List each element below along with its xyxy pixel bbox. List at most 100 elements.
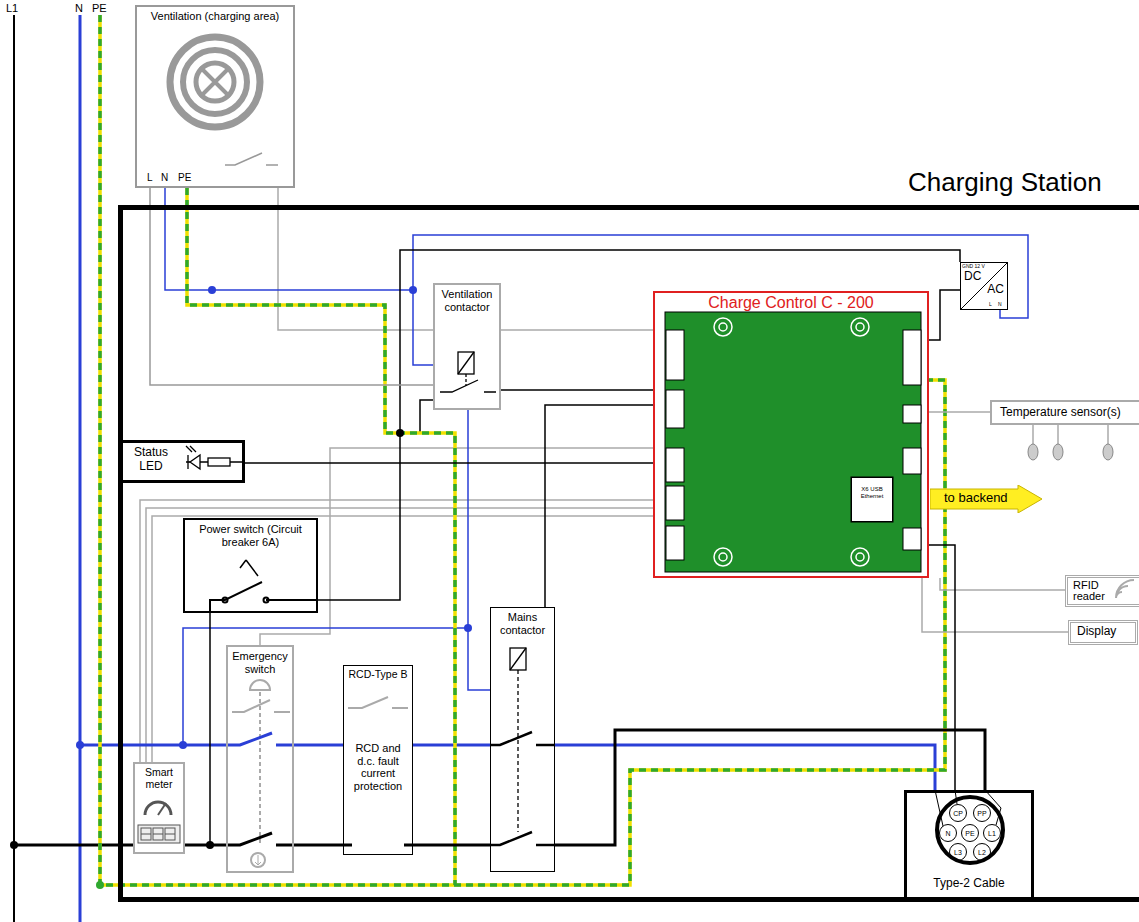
box-ground — [133, 762, 185, 854]
breaker-symbol — [264, 598, 269, 603]
wire-connector — [545, 405, 653, 607]
fan-symbol — [200, 67, 230, 97]
controller-board — [903, 528, 921, 550]
type2-connector-symbol — [974, 844, 991, 861]
terminal-label: L3 — [954, 849, 962, 856]
wire-connector — [929, 290, 960, 340]
rcd-symbol — [343, 697, 413, 845]
mains-contactor-box: Mains contactor — [490, 607, 555, 872]
contactor-symbol — [440, 380, 496, 392]
rcd-symbol — [343, 844, 413, 847]
type2-connector-symbol — [984, 825, 1001, 842]
terminal-label: PE — [92, 3, 107, 14]
fan-symbol — [183, 50, 247, 114]
box-ground — [343, 665, 413, 855]
controller-board — [666, 448, 684, 482]
meter-symbol — [145, 802, 171, 815]
wire-connector — [245, 462, 653, 464]
controller-board — [666, 330, 921, 560]
rcd-symbol — [348, 697, 408, 708]
terminal-label: N — [945, 830, 950, 837]
led-symbol — [190, 455, 200, 469]
junction-dot — [409, 286, 417, 294]
type2-connector-symbol — [940, 825, 957, 842]
wire-connector — [555, 730, 985, 845]
box-ground — [183, 518, 318, 613]
type2-connector-symbol — [950, 844, 967, 861]
contactor-box: Ventilation contactor — [433, 283, 501, 410]
box-ground — [1065, 575, 1139, 607]
junction-dot — [464, 624, 472, 632]
junction-dot — [96, 881, 104, 889]
controller-board — [665, 312, 921, 572]
fan-symbol — [170, 37, 260, 127]
node-text: Emergency switch — [230, 650, 290, 675]
terminal-label: CP — [953, 810, 963, 817]
junction-dot — [208, 286, 216, 294]
box-ground — [135, 5, 295, 188]
controller-board — [903, 448, 921, 474]
phase-wire — [14, 844, 133, 847]
led-symbol — [186, 446, 242, 462]
wire-connector — [922, 578, 1068, 632]
contactor-symbol — [440, 352, 555, 845]
rfid-icon — [1116, 580, 1134, 598]
terminal-label: N — [75, 3, 83, 14]
node-text: DC — [964, 270, 981, 284]
breaker-symbol — [210, 560, 318, 613]
rfid-icon — [1116, 580, 1134, 598]
type2-connector-symbol — [935, 790, 1001, 826]
box-ground — [226, 645, 294, 873]
node-text: Ventilation (charging area) — [151, 10, 279, 23]
display-box: Display — [1068, 620, 1138, 645]
meter-symbol — [138, 802, 180, 843]
status-led-box: Status LED — [118, 440, 245, 483]
node-text: Charge Control C - 200 — [708, 294, 873, 312]
type2-connector-symbol — [935, 790, 1003, 863]
sensor-symbol — [1028, 444, 1113, 460]
emergency-switch-symbol — [226, 733, 294, 745]
breaker-symbol — [223, 598, 228, 603]
controller-board — [851, 548, 869, 566]
rfid-box: RFID reader — [1065, 575, 1139, 607]
controller-board — [714, 548, 732, 566]
junction-dot — [76, 741, 84, 749]
box-ground — [1068, 620, 1138, 645]
box-ground — [990, 400, 1139, 425]
contactor-symbol — [465, 374, 466, 386]
wire-connector — [929, 545, 955, 790]
sensor-box: Temperature sensor(s) — [990, 400, 1139, 425]
breaker-box: Power switch (Circuit breaker 6A) — [183, 518, 318, 613]
neutral-wire — [165, 188, 1028, 745]
node-text: Ventilation contactor — [437, 288, 497, 313]
terminal-label: N — [998, 302, 1002, 307]
fan-symbol — [225, 153, 278, 165]
box-ground — [653, 291, 929, 578]
type2-connector-symbol — [962, 825, 979, 842]
phase-wire — [210, 250, 960, 845]
node-text: Mains contactor — [492, 611, 553, 636]
wire-connector — [150, 188, 433, 385]
box-ground — [433, 283, 501, 410]
wire-connector — [413, 844, 490, 847]
fan-symbol — [196, 63, 234, 101]
terminal-label: L — [147, 173, 153, 183]
box-ground — [118, 5, 1139, 902]
terminal-label: GND 12 V — [962, 264, 985, 269]
usb-port: X6 USB Ethernet — [851, 477, 893, 522]
smart-meter-box: Smart meter — [133, 762, 185, 854]
junction-dot — [10, 286, 472, 889]
terminal-label: PE — [178, 173, 191, 183]
node-text: RCD-Type B — [349, 668, 408, 680]
node-text: RFID reader — [1073, 580, 1113, 602]
breaker-symbol — [210, 582, 318, 613]
node-text: RCD and d.c. fault current protection — [345, 742, 411, 793]
controller-board — [903, 405, 921, 423]
controller-box: Charge Control C - 200 X6 USB Ethernet — [653, 291, 929, 578]
wire-connector — [185, 844, 226, 847]
contactor-symbol — [458, 352, 474, 374]
contactor-symbol — [490, 732, 555, 845]
contactor-symbol — [510, 648, 526, 670]
controller-board — [666, 526, 684, 560]
sensor-symbol — [1103, 444, 1113, 460]
